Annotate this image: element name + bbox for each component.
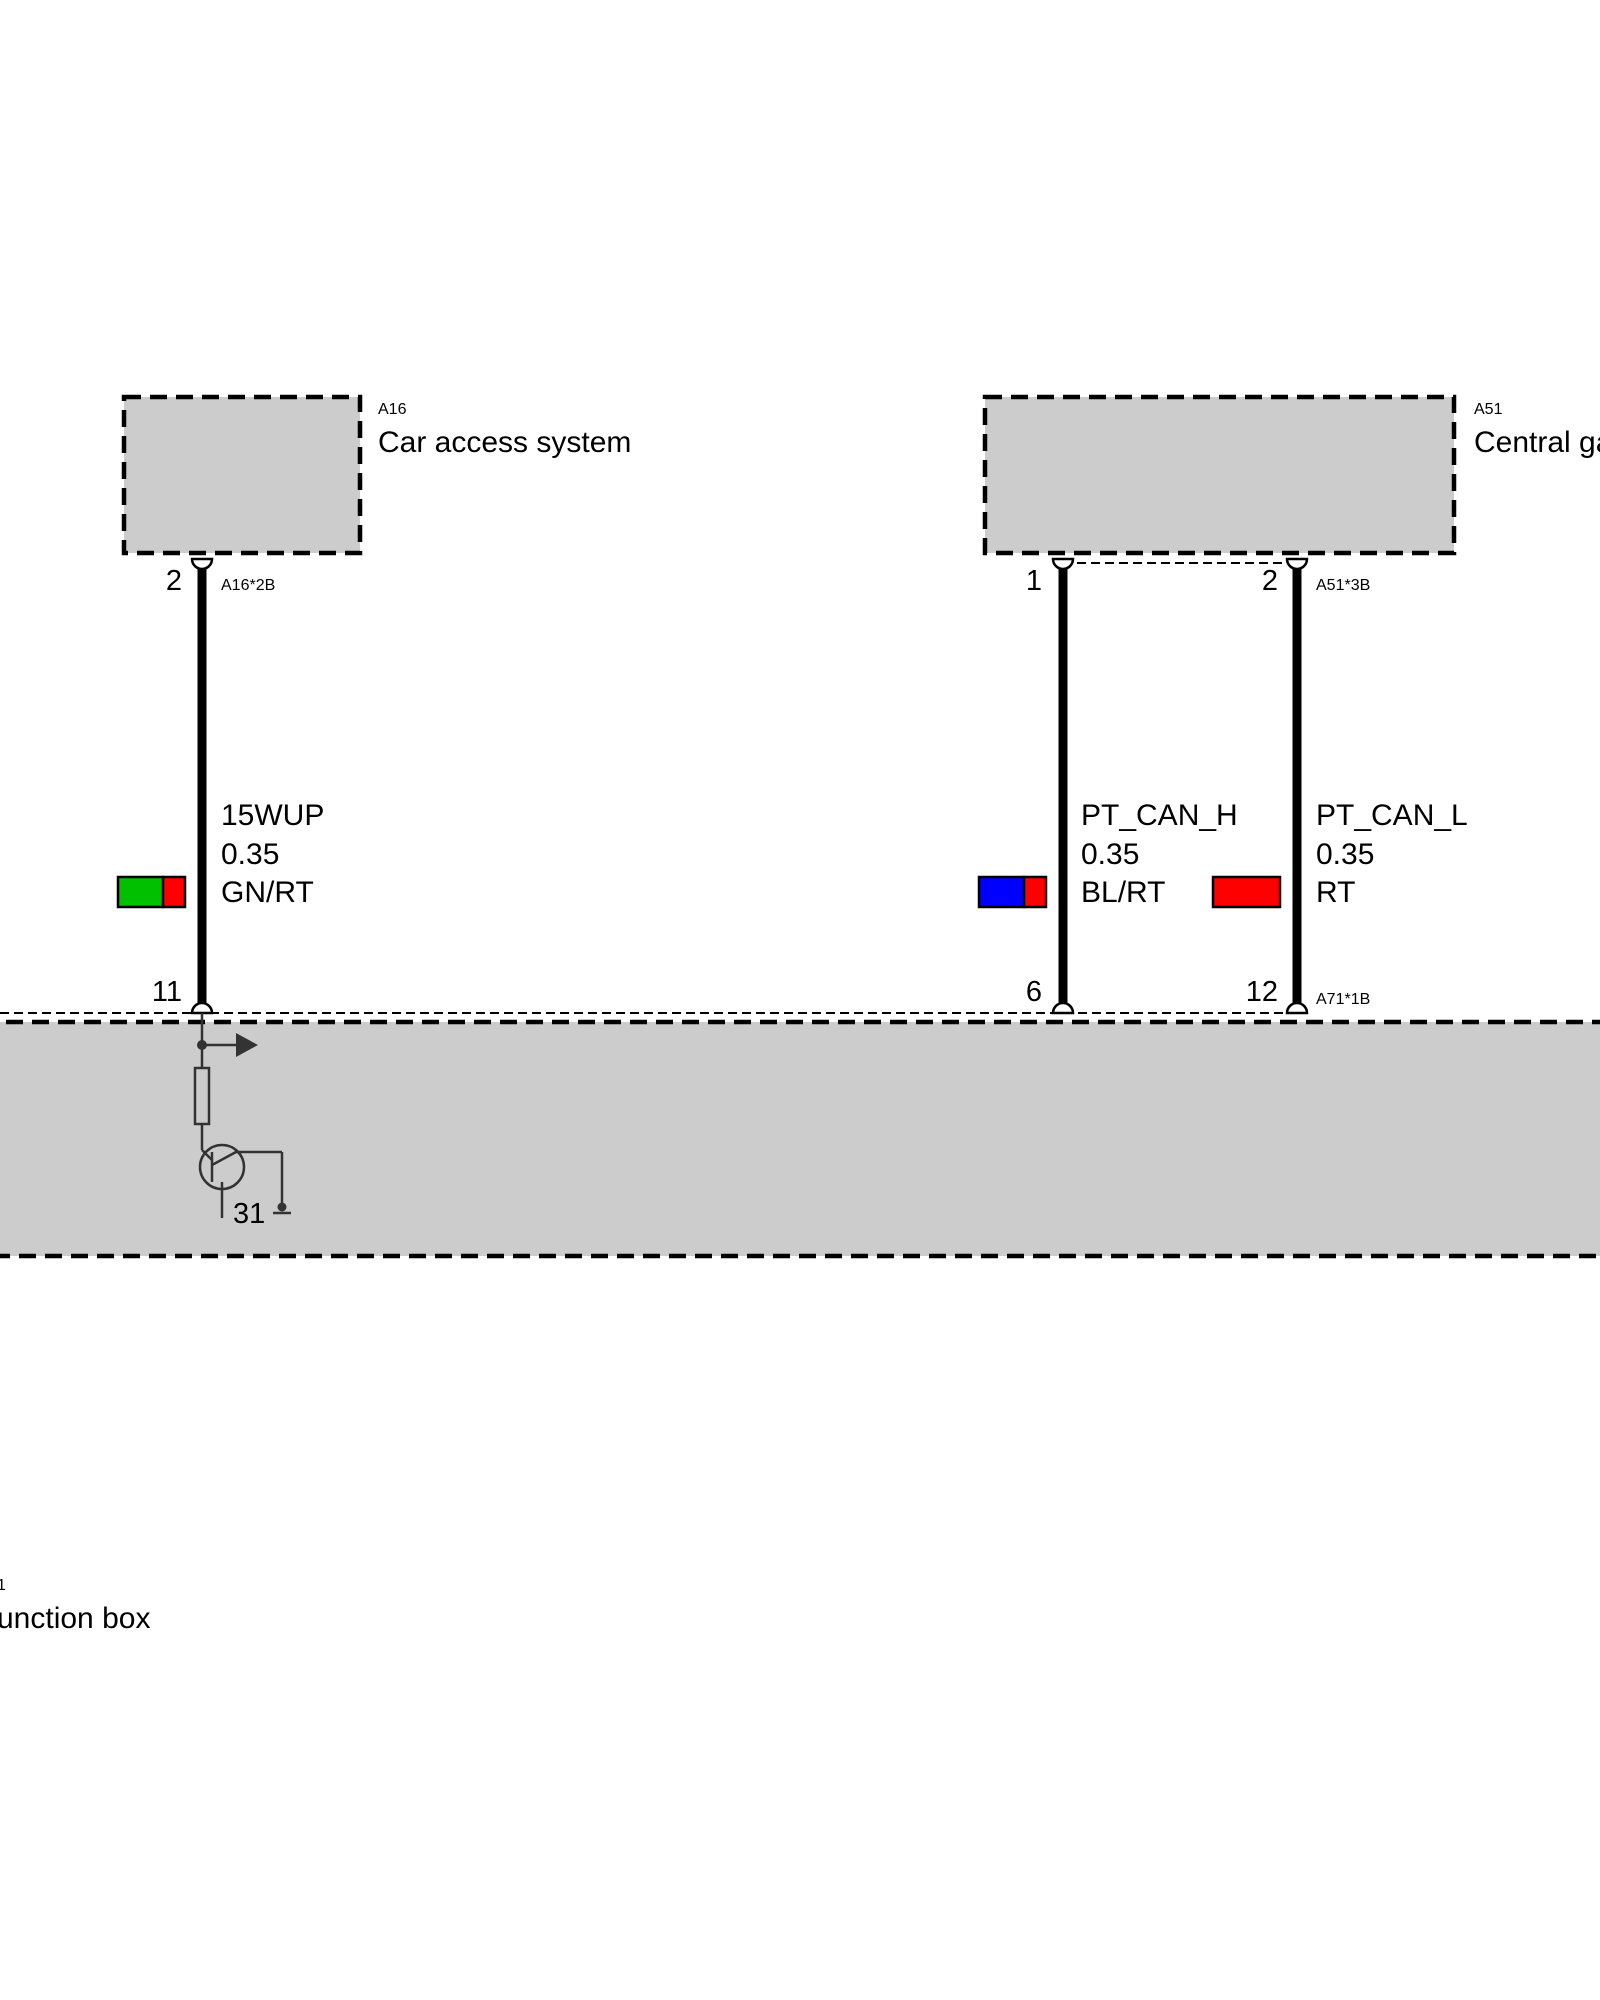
- wire-color-swatch-rt: [1022, 875, 1048, 909]
- pin-a51-2: 2: [1262, 565, 1278, 597]
- component-a71-box[interactable]: [0, 1019, 1600, 1259]
- pin-terminal-a71-6: [1051, 1001, 1075, 1015]
- component-a16-box[interactable]: [121, 394, 363, 556]
- pin-terminal-a16-2: [190, 557, 214, 571]
- wire-signal: 15WUP: [221, 799, 324, 832]
- arrow-right-icon: [236, 1033, 258, 1057]
- component-a71[interactable]: A71*1B 1 unction box: [0, 991, 1600, 1635]
- wire-label-pt-can-l: PT_CAN_L 0.35 RT: [1211, 799, 1468, 909]
- pin-a71-12: 12: [1246, 976, 1278, 1008]
- wire-cross-section: 0.35: [1081, 838, 1139, 871]
- pin-a71-6: 6: [1026, 976, 1042, 1008]
- transistor-collector: [201, 1149, 213, 1161]
- wire-signal: PT_CAN_H: [1081, 799, 1238, 832]
- connector-a51-label: A51*3B: [1316, 577, 1370, 594]
- transistor-emitter: [211, 1150, 237, 1167]
- component-a71-id: 1: [0, 1577, 6, 1594]
- ground-terminal-31: 31: [233, 1198, 265, 1230]
- wire-color-swatch-rt: [161, 875, 187, 909]
- wire-color-code: BL/RT: [1081, 876, 1165, 909]
- wire-color-swatch-bl: [977, 875, 1026, 909]
- component-a51[interactable]: A51 Central ga A51*3B: [982, 394, 1600, 594]
- pin-terminal-a71-12: [1285, 1001, 1309, 1015]
- wire-color-swatch-rt: [1211, 875, 1282, 909]
- wakeup-input-circuit-symbol: 31: [193, 1013, 291, 1230]
- component-a51-name: Central ga: [1474, 426, 1600, 459]
- pin-terminal-a51-1: [1051, 557, 1075, 571]
- wire-label-15wup: 15WUP 0.35 GN/RT: [116, 799, 324, 909]
- wire-label-pt-can-h: PT_CAN_H 0.35 BL/RT: [977, 799, 1238, 909]
- component-a16[interactable]: A16 Car access system A16*2B: [121, 394, 631, 594]
- pin-terminal-a51-2: [1285, 557, 1309, 571]
- wire-cross-section: 0.35: [1316, 838, 1374, 871]
- wire-color-code: RT: [1316, 876, 1355, 909]
- junction-dot: [277, 1202, 287, 1212]
- pin-a51-1: 1: [1026, 565, 1042, 597]
- connector-a16-label: A16*2B: [221, 577, 275, 594]
- pin-a71-11: 11: [152, 976, 182, 1008]
- component-a51-box[interactable]: [982, 394, 1457, 556]
- component-a16-name: Car access system: [378, 426, 631, 459]
- connector-a71-label: A71*1B: [1316, 991, 1370, 1008]
- component-a16-id: A16: [378, 401, 407, 418]
- pin-terminal-a71-11: [190, 1001, 214, 1015]
- pin-a16-2: 2: [166, 565, 182, 597]
- wire-signal: PT_CAN_L: [1316, 799, 1468, 832]
- wire-color-swatch-gn: [116, 875, 165, 909]
- component-a51-id: A51: [1474, 401, 1503, 418]
- wire-cross-section: 0.35: [221, 838, 279, 871]
- wire-color-code: GN/RT: [221, 876, 314, 909]
- component-a71-name: unction box: [0, 1602, 150, 1635]
